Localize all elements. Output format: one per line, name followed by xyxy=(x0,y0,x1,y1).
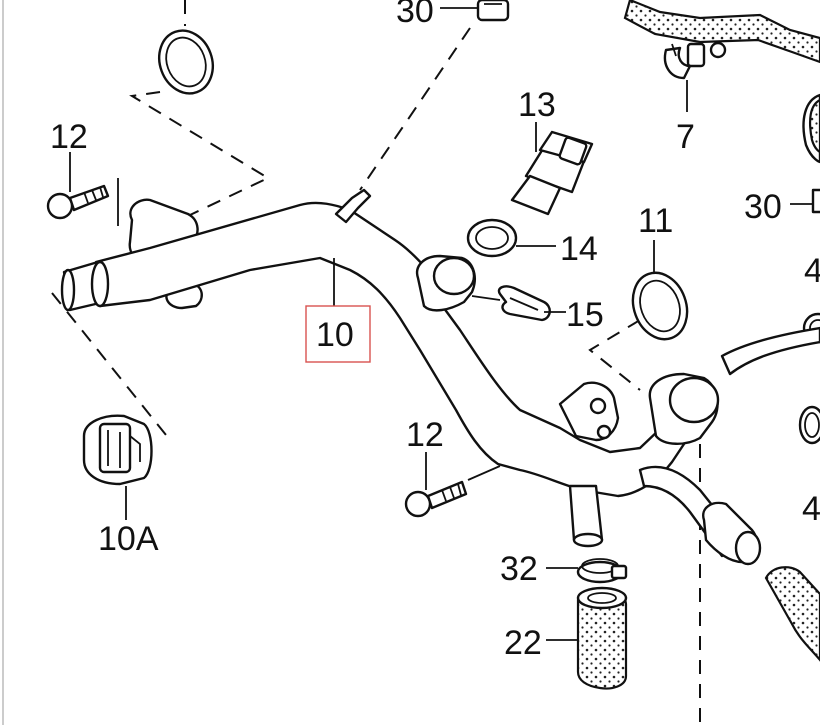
clip-7 xyxy=(663,41,727,80)
hose-22 xyxy=(576,586,628,690)
coolant-pipe-10 xyxy=(60,188,820,558)
hose-top-right xyxy=(623,0,820,64)
callout-12-left: 12 xyxy=(50,118,88,156)
quick-connector-10A xyxy=(82,414,153,486)
callout-4-lower: 4 xyxy=(802,490,820,528)
callout-32: 32 xyxy=(500,550,538,588)
callout-12-middle: 12 xyxy=(406,416,444,454)
callout-10A: 10A xyxy=(98,520,159,558)
o-ring-top-left xyxy=(158,29,214,95)
callout-11: 11 xyxy=(638,202,673,240)
dashed-leaders xyxy=(51,0,701,725)
retaining-clip-15 xyxy=(497,285,551,322)
hose-right-bottom xyxy=(702,501,820,662)
callout-10: 10 xyxy=(316,316,354,354)
callout-4-upper: 4 xyxy=(804,252,820,290)
callout-13: 13 xyxy=(518,86,556,124)
bolt-12-left xyxy=(46,184,110,220)
callout-30-right: 30 xyxy=(744,188,782,226)
hose-clamp-32 xyxy=(576,558,628,584)
temperature-sensor-13 xyxy=(510,130,594,216)
callout-30-top: 30 xyxy=(396,0,434,30)
o-ring-14 xyxy=(466,218,518,258)
callout-10-highlight-box xyxy=(305,305,371,363)
callout-7: 7 xyxy=(676,118,695,156)
o-ring-11 xyxy=(631,271,689,341)
callout-labels: 30 7 12 13 30 11 14 15 10 4 12 10A 32 22… xyxy=(50,0,820,662)
callout-15: 15 xyxy=(566,296,604,334)
bleed-screw-30-top xyxy=(476,0,510,22)
callout-14: 14 xyxy=(560,230,598,268)
bolt-12-middle xyxy=(404,480,468,518)
callout-22: 22 xyxy=(504,624,542,662)
